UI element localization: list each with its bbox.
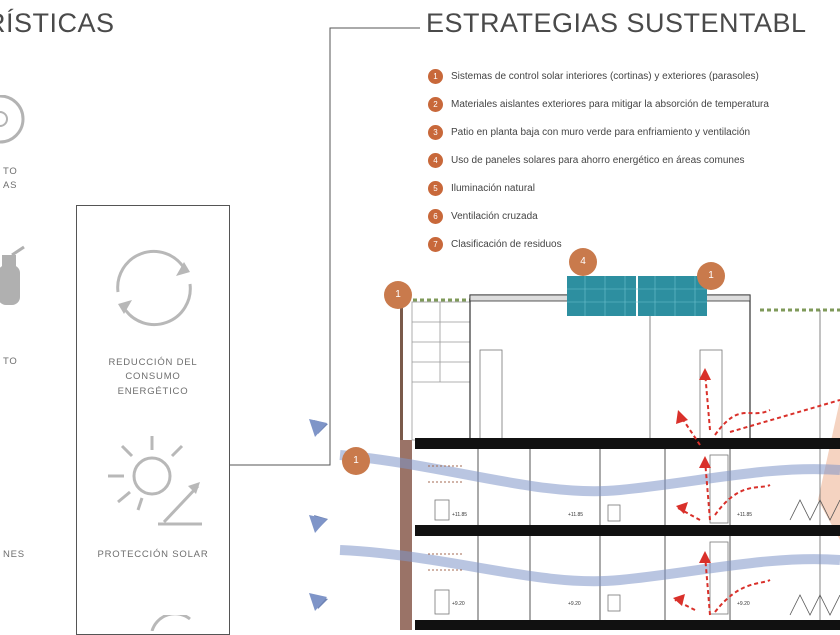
legend-item: 1 Sistemas de control solar interiores (c… <box>428 62 769 90</box>
legend-item: 4 Uso de paneles solares para ahorro ener… <box>428 146 769 174</box>
legend-text: Materiales aislantes exteriores para mit… <box>451 98 769 110</box>
legend-number: 1 <box>428 68 443 84</box>
legend-item: 5 Iluminación natural <box>428 174 769 202</box>
strategy-marker: 1 <box>697 262 725 290</box>
panel-caption-energy: REDUCCIÓN DEL CONSUMO ENERGÉTICO <box>76 356 230 399</box>
strategy-marker: 1 <box>384 281 412 309</box>
legend-number: 3 <box>428 124 443 140</box>
panel-caption-energy-line2: CONSUMO <box>125 371 181 383</box>
legend-text: Iluminación natural <box>451 182 535 194</box>
panel-caption-energy-line3: ENERGÉTICO <box>117 385 189 397</box>
strategy-marker: 4 <box>569 248 597 276</box>
panel-caption-energy-line1: REDUCCIÓN DEL <box>108 357 198 368</box>
strategies-heading: ESTRATEGIAS SUSTENTABL <box>426 8 807 38</box>
left-section-heading: RÍSTICAS <box>0 8 115 38</box>
level-label: +11.85 <box>452 512 467 518</box>
legend-item: 6 Ventilación cruzada <box>428 202 769 230</box>
level-label: +9.20 <box>737 601 750 607</box>
wind-markers <box>309 419 327 611</box>
level-label: +11.85 <box>737 512 752 518</box>
left-caption-1-line2: AS <box>3 180 18 192</box>
strategies-legend: 1 Sistemas de control solar interiores (c… <box>428 62 769 258</box>
legend-text: Ventilación cruzada <box>451 210 538 222</box>
level-label: +9.20 <box>568 601 581 607</box>
legend-number: 2 <box>428 96 443 112</box>
recycle-arrows-icon <box>116 250 192 326</box>
legend-item: 3 Patio en planta baja con muro verde par… <box>428 118 769 146</box>
level-label: +11.85 <box>568 512 583 518</box>
legend-number: 5 <box>428 180 443 196</box>
legend-item: 2 Materiales aislantes exteriores para mi… <box>428 90 769 118</box>
legend-text: Clasificación de residuos <box>451 238 562 250</box>
strategy-marker: 1 <box>342 447 370 475</box>
cut-circle-icon <box>0 95 25 144</box>
legend-text: Patio en planta baja con muro verde para… <box>451 126 751 138</box>
legend-number: 7 <box>428 236 443 252</box>
sun-shading-icon <box>108 436 202 526</box>
legend-number: 6 <box>428 208 443 224</box>
left-caption-1: TO AS <box>3 165 18 194</box>
left-caption-1-line1: TO <box>3 166 18 177</box>
legend-number: 4 <box>428 152 443 168</box>
building-section-drawing: +11.85 +11.85 +11.85 +9.20 +9.20 +9.20 <box>314 276 840 630</box>
left-caption-3: NES <box>3 549 25 560</box>
legend-item: 7 Clasificación de residuos <box>428 230 769 258</box>
legend-text: Uso de paneles solares para ahorro energ… <box>451 154 745 166</box>
level-label: +9.20 <box>452 601 465 607</box>
left-caption-2: TO <box>3 356 18 367</box>
extinguisher-icon <box>0 245 25 305</box>
legend-text: Sistemas de control solar interiores (co… <box>451 70 759 82</box>
panel-caption-solar: PROTECCIÓN SOLAR <box>97 549 209 560</box>
partial-icon <box>150 615 191 631</box>
